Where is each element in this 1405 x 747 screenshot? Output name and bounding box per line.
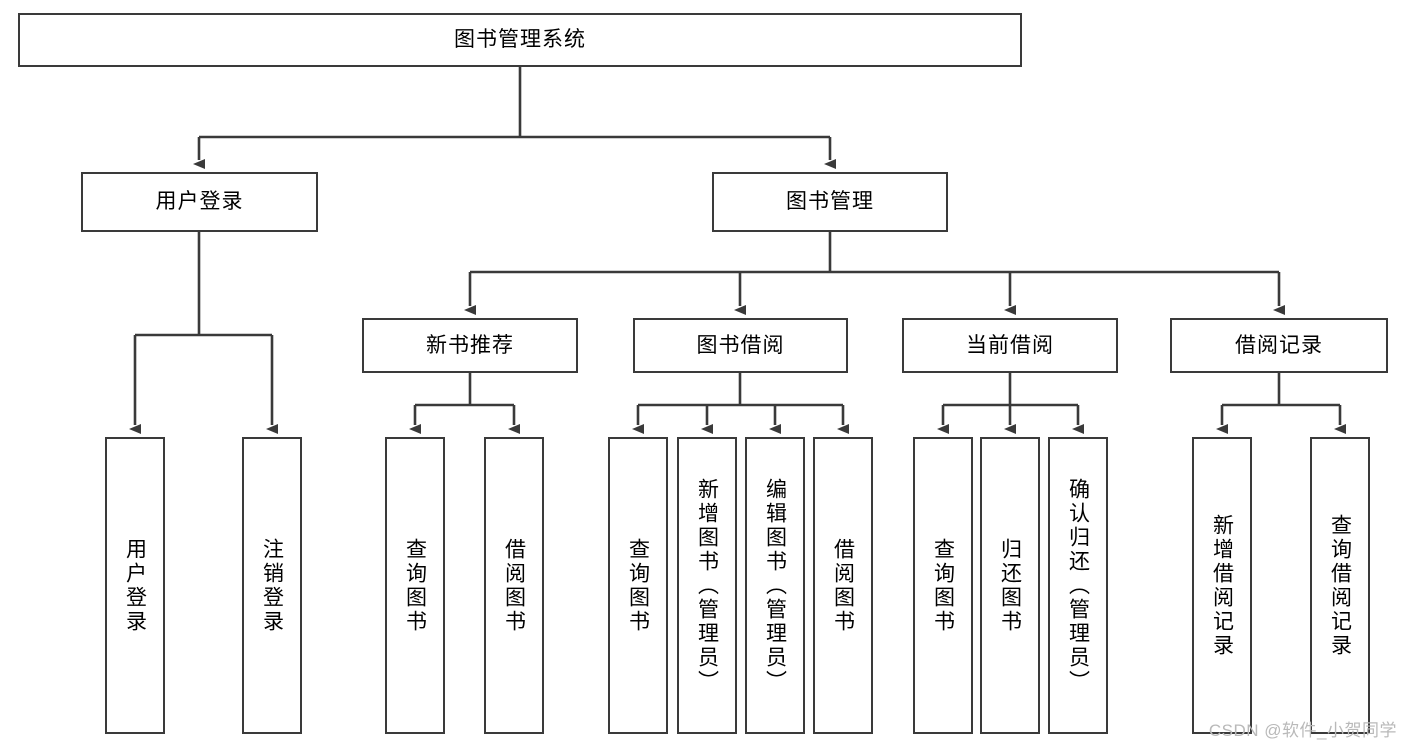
node-label: 当前借阅 [966, 333, 1054, 357]
node-label: 图书借阅 [696, 333, 785, 357]
node-label: 编辑图书（管理员） [763, 477, 787, 694]
node-label: 用户登录 [155, 190, 244, 214]
leaf-current-confirm-return-admin[interactable]: 确认归还（管理员） [1048, 437, 1108, 734]
leaf-current-return-books[interactable]: 归还图书 [980, 437, 1040, 734]
node-root-book-management-system[interactable]: 图书管理系统 [18, 13, 1022, 67]
node-book-borrow[interactable]: 图书借阅 [633, 318, 848, 373]
leaf-borrow-edit-book-admin[interactable]: 编辑图书（管理员） [745, 437, 805, 734]
node-new-book-recommend[interactable]: 新书推荐 [362, 318, 578, 373]
node-label: 用户登录 [123, 537, 147, 634]
node-label: 图书管理 [786, 190, 874, 214]
watermark: CSDN @软件_小贺同学 [1208, 721, 1397, 740]
leaf-current-query-books[interactable]: 查询图书 [913, 437, 973, 734]
leaf-new-book-borrow-books[interactable]: 借阅图书 [484, 437, 544, 734]
leaf-new-book-query-books[interactable]: 查询图书 [385, 437, 445, 734]
node-label: 注销登录 [260, 537, 284, 634]
node-label: 借阅图书 [831, 537, 855, 634]
node-label: 归还图书 [998, 537, 1022, 634]
node-user-login[interactable]: 用户登录 [81, 172, 318, 232]
node-label: 新书推荐 [426, 333, 514, 357]
node-book-management[interactable]: 图书管理 [712, 172, 948, 232]
node-label: 查询图书 [626, 537, 650, 634]
leaf-user-login-login[interactable]: 用户登录 [105, 437, 165, 734]
node-label: 查询图书 [403, 537, 427, 634]
node-current-borrow[interactable]: 当前借阅 [902, 318, 1118, 373]
leaf-records-add-record[interactable]: 新增借阅记录 [1192, 437, 1252, 734]
node-borrow-records[interactable]: 借阅记录 [1170, 318, 1388, 373]
node-label: 新增图书（管理员） [695, 477, 719, 694]
node-label: 借阅图书 [502, 537, 526, 634]
node-label: 查询图书 [931, 537, 955, 634]
node-label: 新增借阅记录 [1210, 513, 1234, 658]
leaf-user-login-logout[interactable]: 注销登录 [242, 437, 302, 734]
leaf-records-query-record[interactable]: 查询借阅记录 [1310, 437, 1370, 734]
node-label: 确认归还（管理员） [1066, 477, 1090, 694]
leaf-borrow-borrow-books[interactable]: 借阅图书 [813, 437, 873, 734]
node-label: 图书管理系统 [454, 28, 586, 52]
leaf-borrow-add-book-admin[interactable]: 新增图书（管理员） [677, 437, 737, 734]
node-label: 借阅记录 [1235, 333, 1323, 357]
node-label: 查询借阅记录 [1328, 513, 1352, 658]
leaf-borrow-query-books[interactable]: 查询图书 [608, 437, 668, 734]
